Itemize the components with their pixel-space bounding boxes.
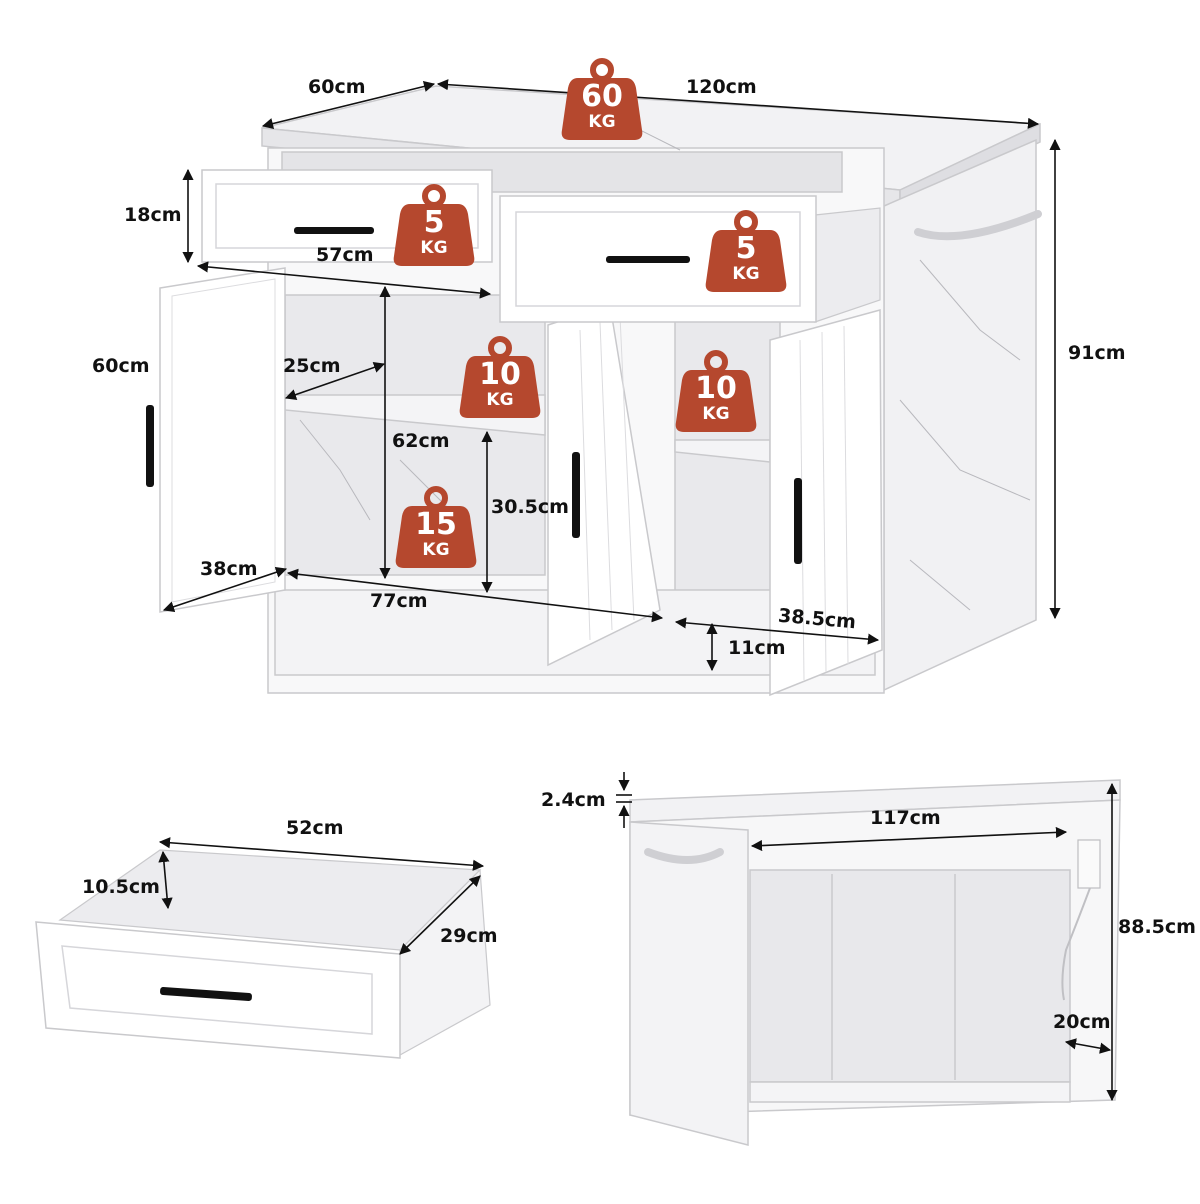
weight-icon: 10 KG — [458, 336, 542, 420]
left-door-handle — [146, 405, 154, 487]
weight-value: 5 — [423, 205, 445, 240]
weight-unit: KG — [732, 264, 760, 284]
weight-value: 10 — [695, 371, 737, 406]
left-drawer-handle — [294, 227, 374, 234]
label-top-depth: 60cm — [308, 76, 366, 98]
weight-unit: KG — [420, 238, 448, 258]
power-cable — [1061, 887, 1091, 1001]
label-shelf-gap: 30.5cm — [491, 496, 569, 518]
right-door — [769, 309, 883, 697]
towel-bar — [914, 210, 1042, 241]
back-view — [629, 779, 1121, 1146]
weight-icon: 10 KG — [674, 350, 758, 434]
label-total-height: 91cm — [1068, 342, 1126, 364]
right-drawer — [499, 195, 881, 323]
label-drawer-box-depth: 29cm — [440, 925, 498, 947]
weight-unit: KG — [702, 404, 730, 424]
label-drawer-height: 18cm — [124, 204, 182, 226]
label-interior-depth: 38cm — [200, 558, 258, 580]
weight-icon: 5 KG — [392, 184, 476, 268]
label-interior-height: 62cm — [392, 430, 450, 452]
label-top-width: 120cm — [686, 76, 757, 98]
label-drawer-box-width: 52cm — [286, 817, 344, 839]
weight-value: 5 — [735, 231, 757, 266]
weight-icon: 5 KG — [704, 210, 788, 294]
weight-icon: 60 KG — [560, 58, 644, 142]
weight-icon: 15 KG — [394, 486, 478, 570]
weight-value: 15 — [415, 507, 457, 542]
weight-unit: KG — [422, 540, 450, 560]
label-back-height: 88.5cm — [1118, 916, 1196, 938]
label-cable-offset: 20cm — [1053, 1011, 1111, 1033]
right-door-handle — [794, 478, 802, 564]
weight-unit: KG — [486, 390, 514, 410]
label-base-height: 11cm — [728, 637, 786, 659]
detail-drawer-handle — [160, 987, 252, 1001]
label-door-height: 60cm — [92, 355, 150, 377]
label-back-width: 117cm — [870, 807, 941, 829]
dimension-lines — [158, 79, 1118, 1102]
label-drawer-box-height: 10.5cm — [82, 876, 160, 898]
weight-unit: KG — [588, 112, 616, 132]
label-top-thickness: 2.4cm — [541, 789, 606, 811]
weight-value: 60 — [581, 79, 623, 114]
label-drawer-width: 57cm — [316, 244, 374, 266]
power-outlet — [1077, 839, 1101, 889]
middle-door-handle — [572, 452, 580, 538]
right-drawer-handle — [606, 256, 690, 263]
label-interior-width: 77cm — [370, 590, 428, 612]
label-shelf-depth: 25cm — [283, 355, 341, 377]
weight-value: 10 — [479, 357, 521, 392]
back-towel-bar — [644, 848, 724, 864]
